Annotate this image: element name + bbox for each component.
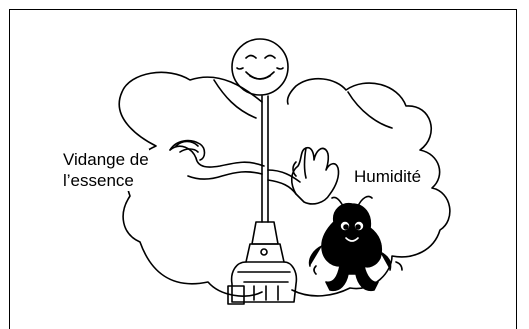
humidity-label: Humidité (354, 166, 421, 187)
creature-icon (310, 196, 402, 290)
fuel-drain-label-line2: l’essence (63, 170, 149, 191)
sun-face-icon (232, 39, 288, 95)
fuel-drain-label: Vidange de l’essence (63, 149, 149, 191)
hand-icon (292, 148, 339, 204)
fuel-drain-label-line1: Vidange de (63, 149, 149, 170)
